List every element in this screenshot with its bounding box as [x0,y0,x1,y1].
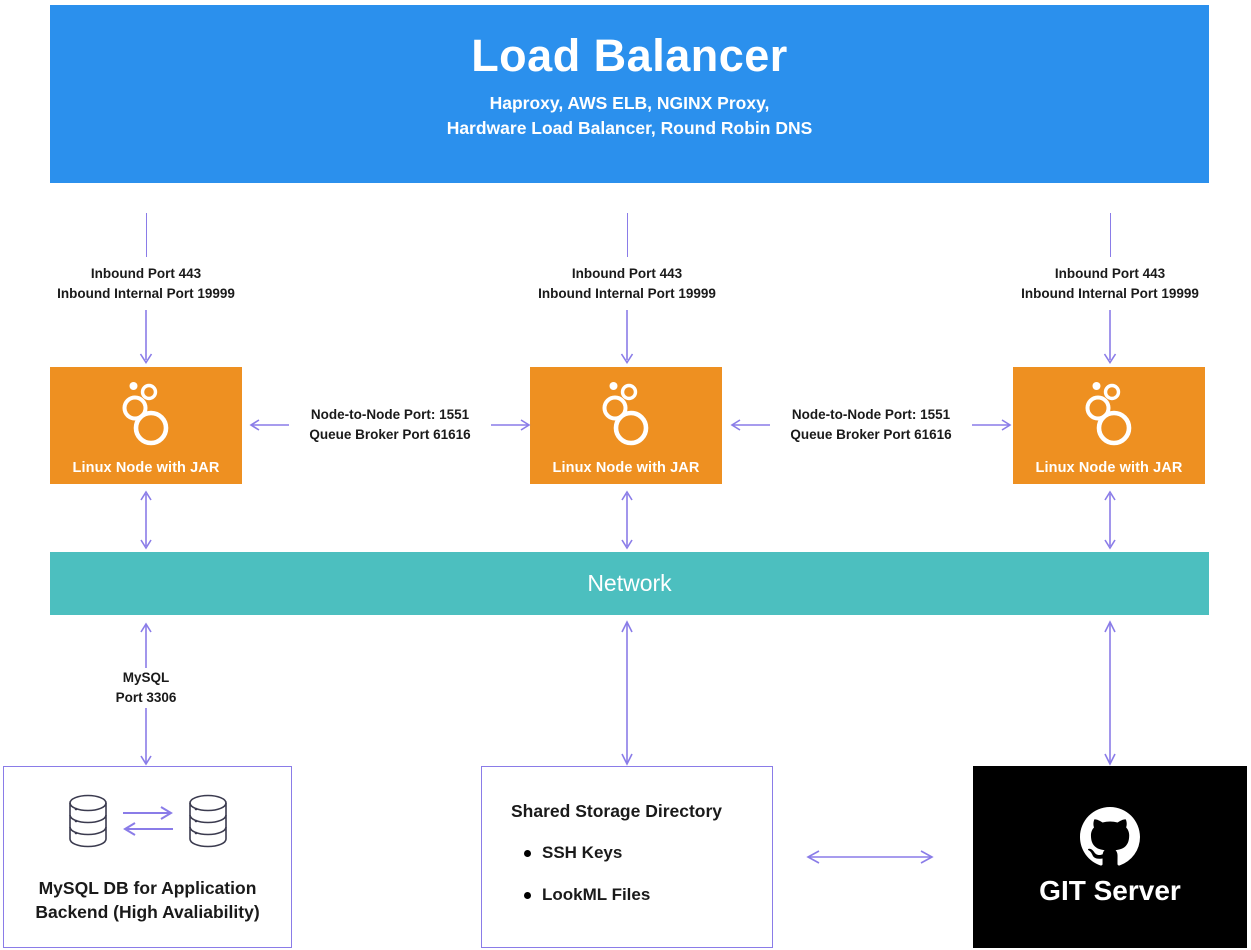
inbound-connector-line-1-top [145,213,148,257]
git-server-box[interactable]: GIT Server [973,766,1247,948]
looker-bubbles-icon [1085,382,1132,446]
inbound-connector-line-3-top [1109,213,1112,257]
load-balancer-subtitle-line1: Haproxy, AWS ELB, NGINX Proxy, [489,92,770,113]
list-item: LookML Files [524,885,650,905]
looker-bubbles-icon [122,382,169,446]
inbound-link-label-1-line1: Inbound Port 443 [90,266,202,281]
linux-node-1[interactable]: Linux Node with JAR [50,367,242,484]
shared-storage-title: Shared Storage Directory [511,801,723,821]
inbound-link-label-2-line1: Inbound Port 443 [571,266,683,281]
node-link-label-1-line1: Node-to-Node Port: 1551 [310,407,470,422]
node-link-arrow-right-1 [491,419,531,431]
inbound-link-label-2-line2: Inbound Internal Port 19999 [538,285,716,301]
inbound-link-label-2: Inbound Port 443 Inbound Internal Port 1… [481,264,773,303]
node-link-arrow-right-2 [972,419,1012,431]
inbound-link-label-1-line2: Inbound Internal Port 19999 [57,285,235,301]
node-link-arrow-left-2 [730,419,770,431]
mysql-link-label-line1: MySQL [122,670,170,685]
mysql-db-caption-line1: MySQL DB for Application [38,878,257,898]
inbound-link-label-3: Inbound Port 443 Inbound Internal Port 1… [964,264,1251,303]
db-replication-arrows-icon [122,806,173,836]
mysql-link-label-line2: Port 3306 [115,689,177,705]
load-balancer-subtitle-line2: Hardware Load Balancer, Round Robin DNS [446,117,813,138]
shared-storage-item-label: LookML Files [542,885,651,904]
bullet-icon [524,891,531,899]
mysql-db-caption: MySQL DB for Application Backend (High A… [4,877,291,924]
github-octocat-icon [1080,807,1140,866]
inbound-link-label-1: Inbound Port 443 Inbound Internal Port 1… [0,264,292,303]
load-balancer-title: Load Balancer [471,30,788,81]
linux-node-2[interactable]: Linux Node with JAR [530,367,722,484]
shared-storage-list: SSH Keys LookML Files [524,843,650,927]
shared-storage-item-label: SSH Keys [542,843,623,862]
database-cylinder-icon [188,794,227,848]
linux-node-2-label: Linux Node with JAR [552,460,700,476]
mysql-db-caption-line2: Backend (High Avaliability) [35,901,260,922]
mysql-link-label: MySQL Port 3306 [46,668,246,707]
git-server-label: GIT Server [1039,875,1181,906]
network-git-arrow [1104,620,1116,766]
storage-git-arrow [806,850,934,864]
node-link-label-2: Node-to-Node Port: 1551 Queue Broker Por… [773,405,969,444]
inbound-connector-line-2-top [626,213,629,257]
node-link-label-2-line2: Queue Broker Port 61616 [790,426,952,442]
load-balancer-subtitle: Haproxy, AWS ELB, NGINX Proxy, Hardware … [447,91,813,142]
inbound-arrow-1 [139,310,153,364]
looker-bubbles-icon [602,382,649,446]
node-link-label-1: Node-to-Node Port: 1551 Queue Broker Por… [292,405,488,444]
list-item: SSH Keys [524,843,650,863]
node-network-arrow-2 [621,490,633,550]
inbound-arrow-2 [620,310,634,364]
mysql-db-box[interactable]: MySQL DB for Application Backend (High A… [3,766,292,948]
node-network-arrow-3 [1104,490,1116,550]
node-link-arrow-left-1 [249,419,289,431]
mysql-link-arrow-up [140,622,152,668]
inbound-link-label-3-line1: Inbound Port 443 [1054,266,1166,281]
network-label: Network [587,570,672,596]
inbound-link-label-3-line2: Inbound Internal Port 19999 [1021,285,1199,301]
bullet-icon [524,849,531,857]
node-link-label-1-line2: Queue Broker Port 61616 [309,426,471,442]
shared-storage-box[interactable]: Shared Storage Directory SSH Keys LookML… [481,766,773,948]
linux-node-3[interactable]: Linux Node with JAR [1013,367,1205,484]
node-network-arrow-1 [140,490,152,550]
network-bar: Network [50,552,1209,615]
linux-node-3-label: Linux Node with JAR [1035,460,1183,476]
network-storage-arrow [621,620,633,766]
mysql-db-icons [4,793,291,849]
mysql-link-arrow-down [140,708,152,766]
load-balancer-banner: Load Balancer Haproxy, AWS ELB, NGINX Pr… [50,5,1209,183]
node-link-label-2-line1: Node-to-Node Port: 1551 [791,407,951,422]
database-cylinder-icon [68,794,107,848]
linux-node-1-label: Linux Node with JAR [72,460,220,476]
inbound-arrow-3 [1103,310,1117,364]
